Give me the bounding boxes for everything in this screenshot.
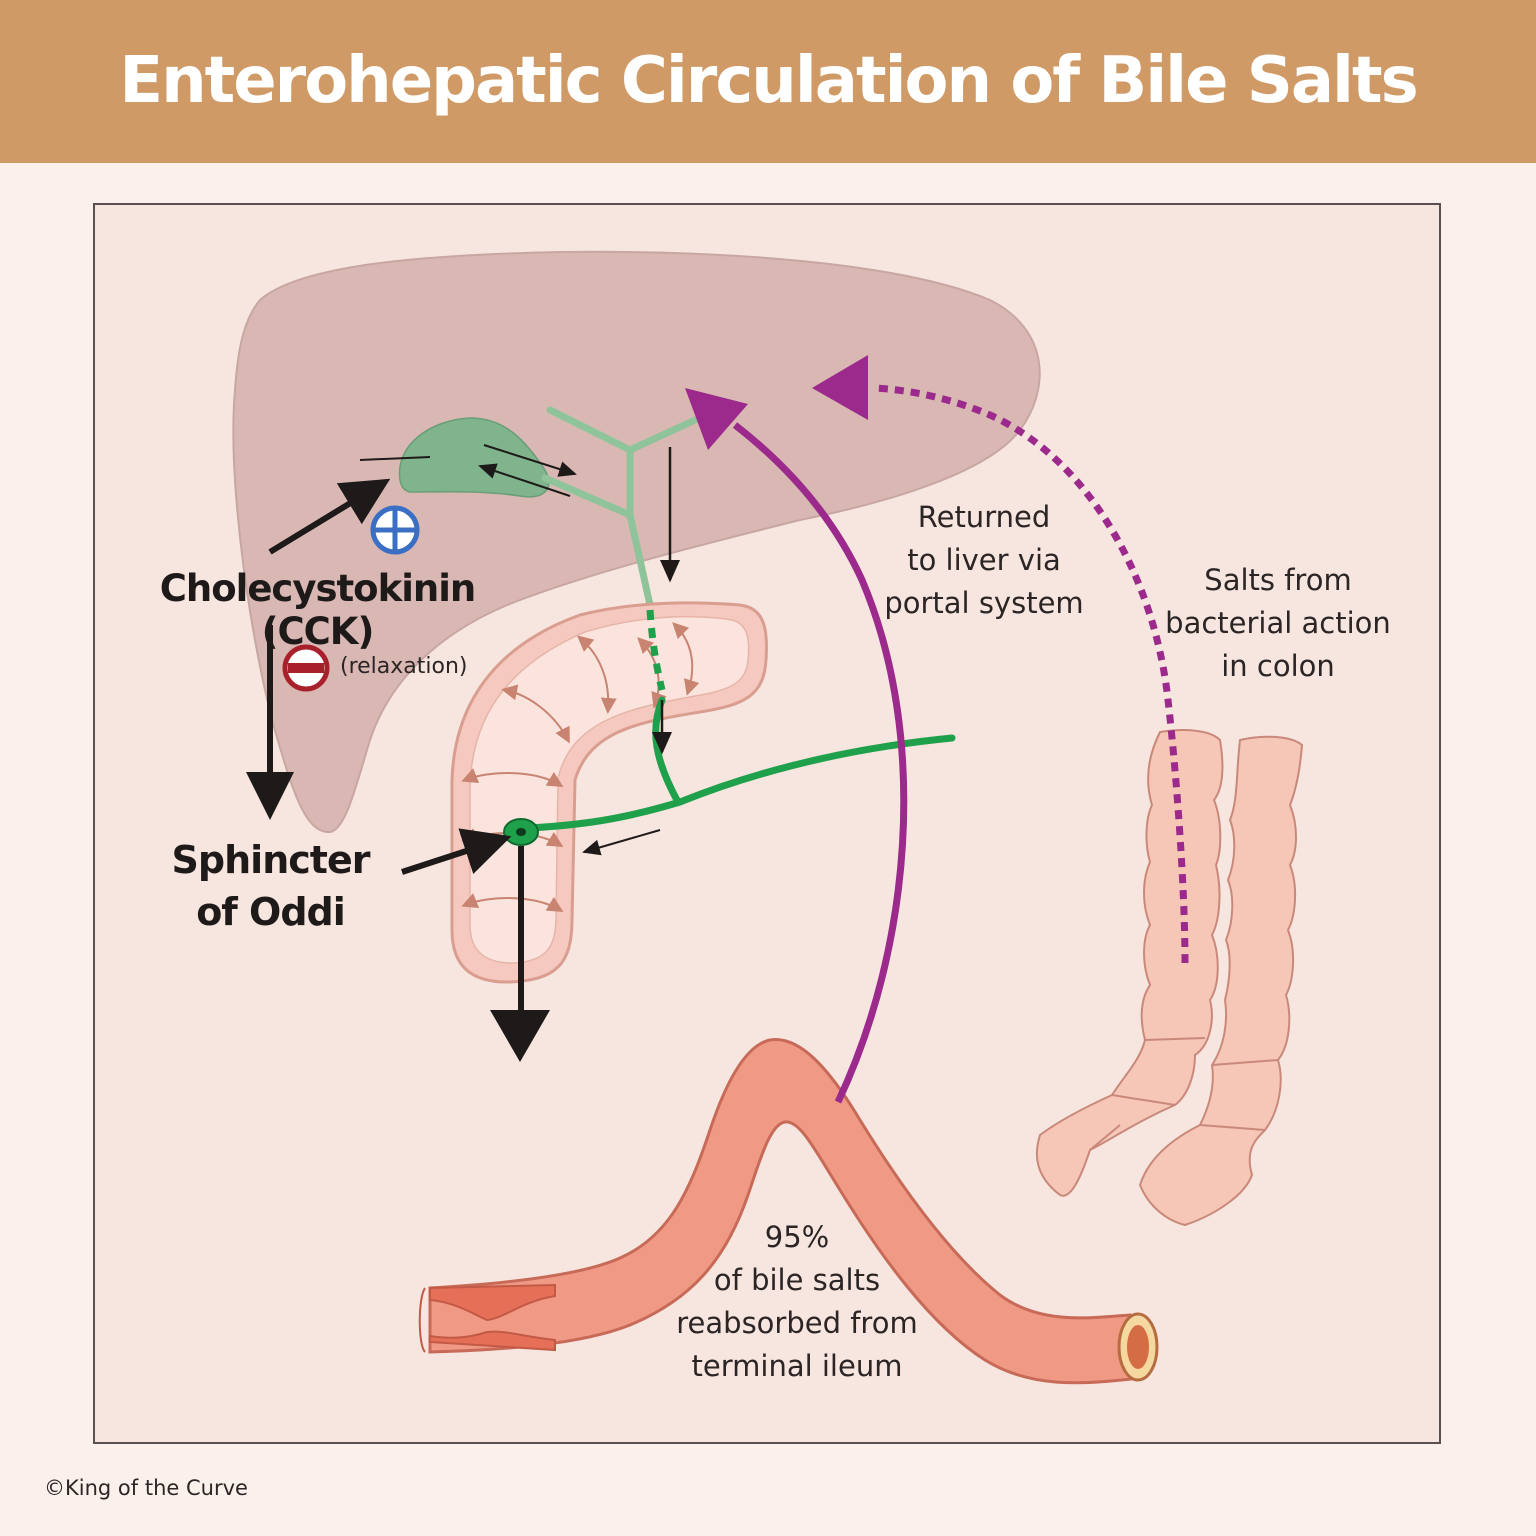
cck-to-gallbladder-arrow: [268, 478, 391, 555]
portal-return-arrow: [732, 422, 908, 1104]
reabsorbed-label-line2: of bile salts: [713, 1263, 881, 1297]
sphincter-label-line2: of Oddi: [196, 890, 346, 934]
portal-return-arrowhead: [685, 388, 748, 450]
minus-circle-icon: [282, 644, 330, 692]
colon-salts-arrowhead: [812, 355, 868, 420]
returned-label-line3: portal system: [884, 586, 1084, 620]
reabsorbed-label-line4: terminal ileum: [691, 1349, 903, 1383]
common-bile-duct-dotted: [646, 609, 666, 691]
sphincter-label-line1: Sphincter: [171, 838, 371, 882]
salts-label-line3: in colon: [1221, 649, 1335, 683]
returned-label-line1: Returned: [917, 500, 1051, 534]
salts-label-line1: Salts from: [1204, 563, 1352, 597]
reabsorbed-label-line1: 95%: [764, 1220, 830, 1254]
cck-label: Cholecystokinin (CCK): [159, 567, 477, 653]
colon-shape: [1035, 729, 1304, 1227]
pancreatic-duct: [526, 734, 956, 832]
title-banner: Enterohepatic Circulation of Bile Salts: [0, 0, 1536, 163]
copyright-notice: ©King of the Curve: [44, 1476, 248, 1500]
relaxation-label: (relaxation): [340, 654, 468, 679]
colon-salts-dotted-arrow: [874, 384, 1189, 964]
flow-arrows: [246, 444, 680, 1015]
returned-label-line2: to liver via: [907, 543, 1061, 577]
salts-label-line2: bacterial action: [1165, 606, 1391, 640]
hepatic-ducts: [541, 406, 699, 609]
reabsorbed-label-line3: reabsorbed from: [676, 1306, 918, 1340]
sphincter-pointer-arrow: [401, 828, 512, 875]
page-title: Enterohepatic Circulation of Bile Salts: [119, 44, 1418, 118]
plus-circle-icon: [370, 505, 420, 555]
bile-outflow-arrowhead: [490, 1010, 550, 1062]
